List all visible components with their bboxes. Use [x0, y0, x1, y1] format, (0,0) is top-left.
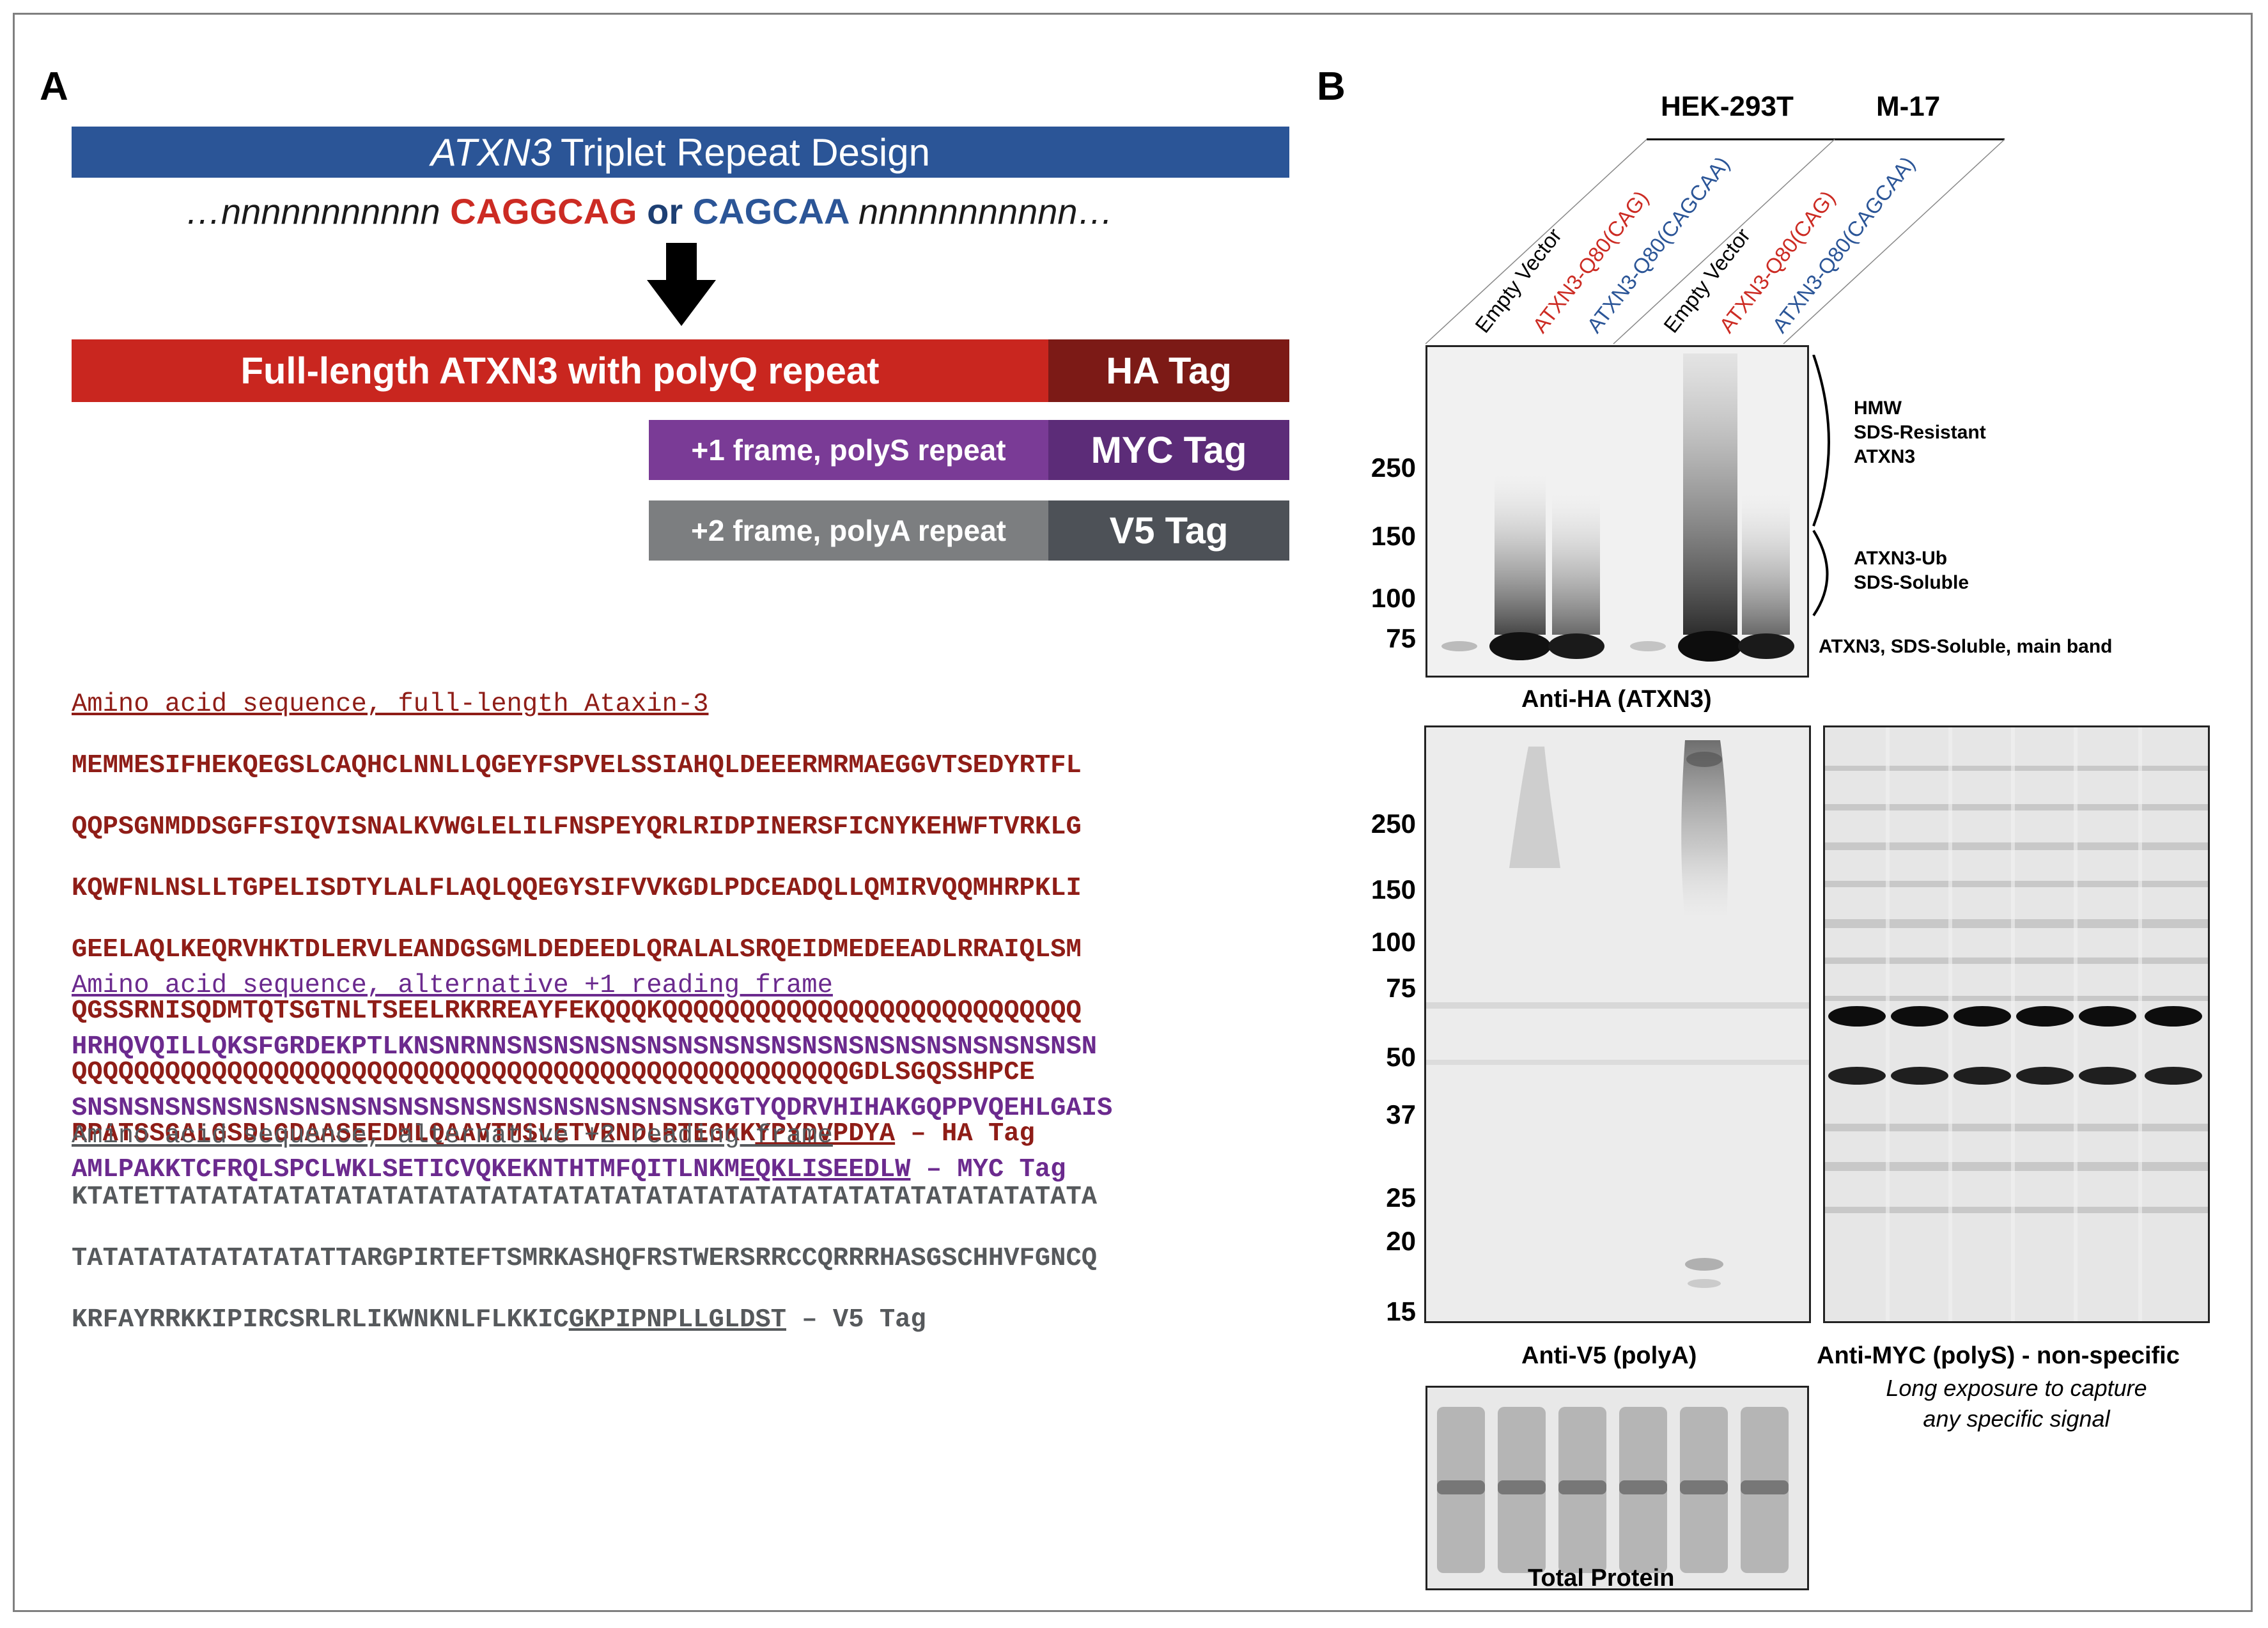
repeat-sequence-line: …nnnnnnnnnnn CAGGCAG or CAGCAA nnnnnnnnn…	[185, 190, 1114, 232]
seq-full-title: Amino acid sequence, full-length Ataxin-…	[72, 690, 709, 719]
seq-plus1-line: SNSNSNSNSNSNSNSNSNSNSNSNSNSNSNSNSNSNSNSN…	[72, 1094, 1113, 1123]
blot-anti-ha-image	[1441, 353, 1794, 662]
myc-note-line-2: any specific signal	[1923, 1406, 2110, 1432]
seq-plus1: Amino acid sequence, alternative +1 read…	[72, 940, 1112, 1216]
construct-main-bar: Full-length ATXN3 with polyQ repeat	[72, 339, 1048, 402]
ha-annotation-hmw: HMW SDS-Resistant ATXN3	[1854, 396, 1986, 469]
down-arrow-icon	[647, 243, 716, 326]
seq-full-line: QQQQQQQQQQQQQQQQQQQQQQQQQQQQQQQQQQQQQQQQ…	[72, 1058, 1035, 1087]
v5-ladder-37: 37	[1386, 1099, 1416, 1129]
seq-full-line: KQWFNLNSLLTGPELISDTYLALFLAQLQQEGYSIFVVKG…	[72, 874, 1082, 903]
ha-annotation-main: ATXN3, SDS-Soluble, main band	[1819, 636, 2113, 657]
design-title-gene: ATXN3	[431, 130, 552, 174]
plus2-frame-bar: +2 frame, polyA repeat	[649, 500, 1048, 561]
v5-ladder-25: 25	[1386, 1182, 1416, 1213]
design-title-bar: ATXN3 Triplet Repeat Design	[72, 127, 1289, 178]
ha-ladder-150: 150	[1371, 521, 1416, 551]
v5-tag-seq-label: – V5 Tag	[786, 1305, 926, 1335]
seq-full-last-line: RPATSSGALGSDLGDAASEEDMLQAAVTMSLETVRNDLRT…	[72, 1119, 1082, 1149]
ha-tag-bar: HA Tag	[1048, 339, 1289, 402]
blot-anti-myc-image	[1825, 727, 2208, 1321]
v5-tag-seq: GKPIPNPLLGLDST	[568, 1305, 786, 1335]
panel-b-letter: B	[1317, 65, 1346, 109]
v5-ladder-75: 75	[1386, 973, 1416, 1003]
myc-blot-label: Anti-MYC (polyS) - non-specific	[1817, 1342, 2180, 1369]
v5-ladder-250: 250	[1371, 809, 1416, 839]
ub-line-1: ATXN3-Ub	[1854, 548, 1948, 569]
seq-full-line: GEELAQLKEQRVHKTDLERVLEANDGSGMLDEDEEDLQRA…	[72, 935, 1082, 965]
seq-full-length: Amino acid sequence, full-length Ataxin-…	[72, 658, 1082, 1180]
total-protein-label: Total Protein	[1528, 1565, 1675, 1592]
v5-ladder-150: 150	[1371, 874, 1416, 904]
ha-blot-label: Anti-HA (ATXN3)	[1521, 686, 1712, 713]
ha-brackets	[1812, 355, 1830, 617]
myc-tag-seq: EQKLISEEDLW	[740, 1155, 911, 1184]
ha-tag-seq-label: – HA Tag	[895, 1119, 1035, 1149]
ha-annotation-ub: ATXN3-Ub SDS-Soluble	[1854, 547, 1969, 595]
blot-anti-myc	[1823, 725, 2210, 1323]
ub-line-2: SDS-Soluble	[1854, 572, 1969, 593]
seq-full-line: MEMMESIFHEKQEGSLCAQHCLNNLLQGEYFSPVELSSIA…	[72, 751, 1082, 780]
blot-anti-ha	[1425, 345, 1809, 678]
blot-total-protein	[1425, 1386, 1809, 1590]
blot-anti-v5	[1424, 725, 1811, 1323]
seq-plus2-last: KRFAYRRKKIPIRCSRLRLIKWNKNLFLKKIC	[72, 1305, 569, 1335]
v5-ladder-15: 15	[1386, 1296, 1416, 1326]
v5-tag-bar: V5 Tag	[1048, 500, 1289, 561]
ha-ladder-100: 100	[1371, 583, 1416, 613]
cell-line-m17: M-17	[1876, 91, 1941, 122]
seq-plus1-last-line: AMLPAKKTCFRQLSPCLWKLSETICVQKEKNTHTMFQITL…	[72, 1154, 1112, 1185]
panel-a-letter: A	[40, 65, 68, 109]
seq-full-line: QGSSRNISQDMTQTSGTNLTSEELRKRREAYFEKQQQKQQ…	[72, 996, 1082, 1026]
seq-full-last: RPATSSGALGSDLGDAASEEDMLQAAVTMSLETVRNDLRT…	[72, 1119, 756, 1149]
v5-ladder-100: 100	[1371, 927, 1416, 957]
myc-tag-bar: MYC Tag	[1048, 420, 1289, 480]
seq-plus2-last-line: KRFAYRRKKIPIRCSRLRLIKWNKNLFLKKICGKPIPNPL…	[72, 1305, 1097, 1335]
v5-ladder-50: 50	[1386, 1042, 1416, 1072]
repeat-caa: CAGCAA	[692, 191, 849, 231]
ha-tag-seq: YPYDVPDYA	[755, 1119, 896, 1149]
design-title-text: Triplet Repeat Design	[560, 130, 930, 174]
seq-plus2-line: TATATATATATATATATTARGPIRTEFTSMRKASHQFRST…	[72, 1244, 1098, 1273]
hmw-line-2: SDS-Resistant	[1854, 422, 1986, 443]
hmw-line-1: HMW	[1854, 398, 1902, 419]
repeat-suffix: nnnnnnnnnnn…	[858, 191, 1114, 231]
seq-plus1-last: AMLPAKKTCFRQLSPCLWKLSETICVQKEKNTHTMFQITL…	[72, 1155, 740, 1184]
myc-blot-note: Long exposure to capture any specific si…	[1823, 1373, 2210, 1434]
seq-plus2: Amino acid sequence, alternative +2 read…	[72, 1090, 1097, 1366]
blot-total-protein-image	[1437, 1407, 1789, 1573]
myc-note-line-1: Long exposure to capture	[1886, 1375, 2147, 1401]
seq-plus2-title: Amino acid sequence, alternative +2 read…	[72, 1121, 833, 1151]
v5-blot-label: Anti-V5 (polyA)	[1521, 1342, 1697, 1369]
cell-line-hek: HEK-293T	[1661, 91, 1794, 122]
hmw-line-3: ATXN3	[1854, 446, 1916, 467]
myc-tag-seq-label: – MYC Tag	[910, 1155, 1066, 1184]
ha-ladder-75: 75	[1386, 623, 1416, 653]
repeat-or: or	[647, 191, 683, 231]
seq-plus1-title: Amino acid sequence, alternative +1 read…	[72, 971, 833, 1000]
v5-ladder-20: 20	[1386, 1226, 1416, 1256]
seq-full-line: QQPSGNMDDSGFFSIQVISNALKVWGLELILFNSPEYQRL…	[72, 812, 1082, 842]
figure-frame	[13, 13, 2253, 1612]
blot-anti-v5-image	[1426, 740, 1809, 1288]
lane-header-lines	[1425, 138, 2005, 345]
seq-plus1-line: HRHQVQILLQKSFGRDEKPTLKNSNRNNSNSNSNSNSNSN…	[72, 1032, 1098, 1062]
repeat-cag: CAGGCAG	[450, 191, 637, 231]
plus1-frame-bar: +1 frame, polyS repeat	[649, 420, 1048, 480]
ha-ladder-250: 250	[1371, 453, 1416, 483]
seq-plus2-line: KTATETTATATATATATATATATATATATATATATATATA…	[72, 1182, 1098, 1212]
repeat-prefix: …nnnnnnnnnnn	[185, 191, 440, 231]
